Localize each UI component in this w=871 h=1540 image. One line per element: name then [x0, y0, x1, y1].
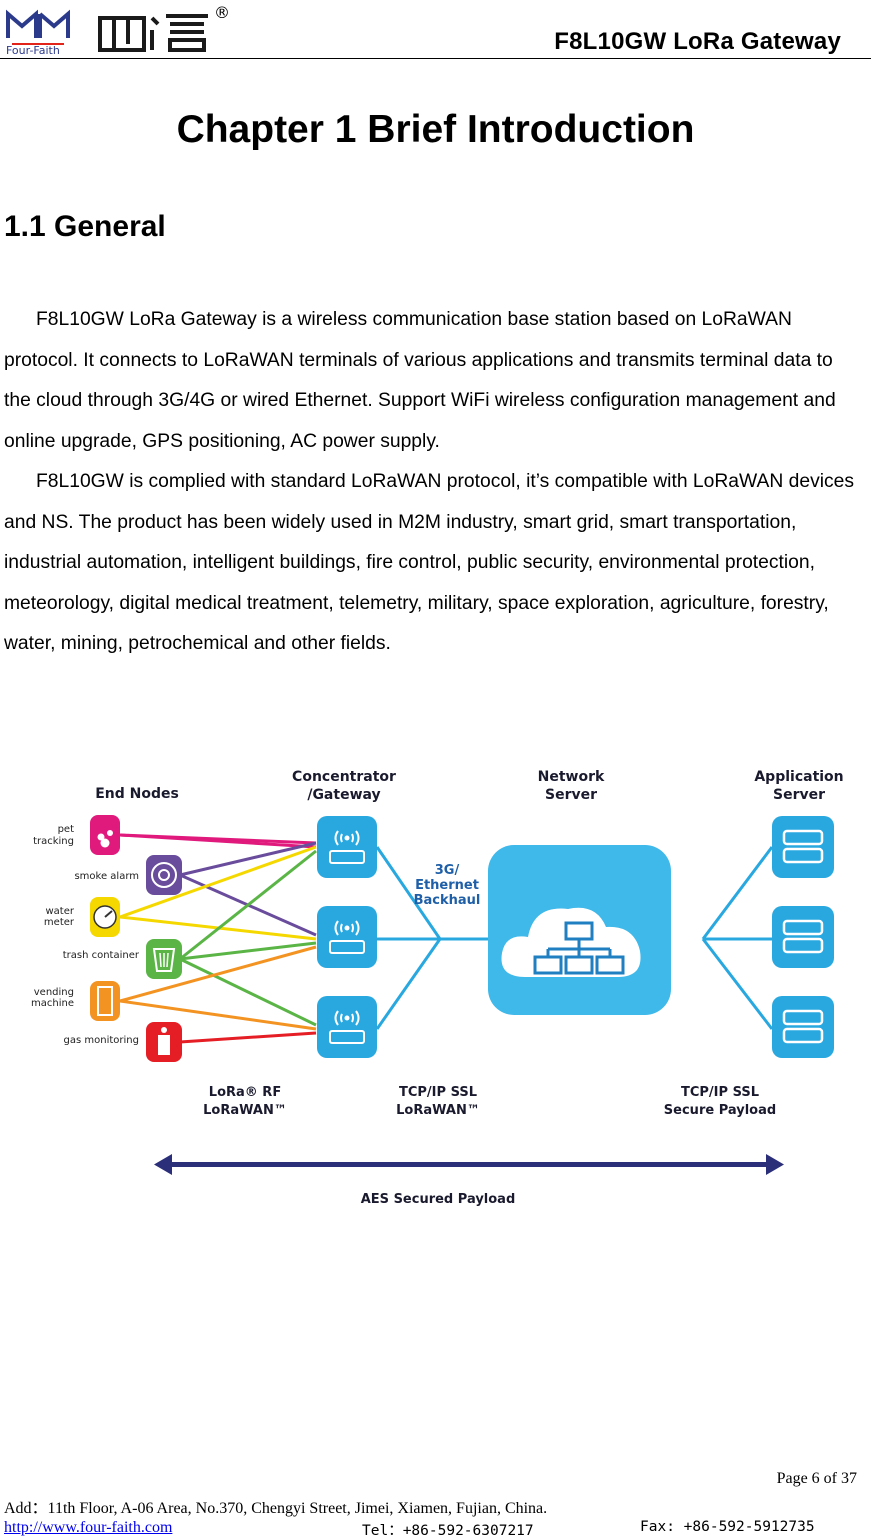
fax-number: Fax: +86-592-5912735 [640, 1519, 815, 1535]
col-gateway: /Gateway [307, 787, 380, 803]
chapter-title: Chapter 1 Brief Introduction [176, 108, 695, 151]
aes-label: AES Secured Payload [361, 1192, 516, 1207]
gateway-icon [317, 816, 377, 1058]
cloud-network-icon [501, 907, 641, 977]
node-label: meter [44, 917, 75, 928]
col-app-server: Application [754, 769, 843, 785]
website-link[interactable]: http://www.four-faith.com [4, 1519, 173, 1536]
header-divider [0, 58, 871, 59]
page-footer: Page 6 of 37 Add：11th Floor, A-06 Area, … [0, 1466, 871, 1539]
col-gateway: Concentrator [292, 769, 396, 785]
svg-text:Four-Faith: Four-Faith [6, 44, 60, 56]
protocol-label: LoRaWAN™ [203, 1103, 287, 1118]
paragraph: F8L10GW LoRa Gateway is a wireless commu… [4, 309, 836, 452]
app-server-icon [772, 816, 834, 1058]
svg-text:®: ® [214, 4, 230, 22]
node-label: water [46, 906, 75, 917]
node-label: smoke alarm [74, 871, 139, 882]
pet-tracking-icon [90, 815, 120, 855]
company-address: Add：11th Floor, A-06 Area, No.370, Cheng… [4, 1500, 548, 1517]
document-title: F8L10GW LoRa Gateway [554, 28, 841, 55]
col-network-server: Server [545, 787, 597, 803]
node-label: trash container [63, 950, 140, 961]
section-title: 1.1 General [4, 210, 166, 243]
col-app-server: Server [773, 787, 825, 803]
backhaul-label: Backhaul [414, 893, 481, 908]
col-end-nodes: End Nodes [95, 786, 179, 802]
node-label: tracking [33, 836, 74, 847]
page-number: Page 6 of 37 [776, 1470, 857, 1487]
body-text: F8L10GW LoRa Gateway is a wireless commu… [4, 300, 864, 665]
paragraph: F8L10GW is complied with standard LoRaWA… [4, 471, 855, 654]
phone-number: Tel：+86-592-6307217 [362, 1523, 534, 1539]
protocol-label: LoRa® RF [209, 1085, 281, 1100]
protocol-label: TCP/IP SSL [681, 1085, 759, 1100]
double-arrow-icon [154, 1154, 784, 1175]
node-label: machine [31, 998, 74, 1009]
protocol-label: LoRaWAN™ [396, 1103, 480, 1118]
node-label: gas monitoring [64, 1035, 139, 1046]
protocol-label: TCP/IP SSL [399, 1085, 477, 1100]
node-label: vending [34, 987, 74, 998]
lorawan-architecture-diagram: End Nodes Concentrator /Gateway Network … [31, 769, 844, 1207]
smoke-alarm-icon [146, 855, 182, 895]
four-faith-logo: Four-Faith ® [6, 4, 230, 56]
protocol-label: Secure Payload [664, 1103, 776, 1118]
col-network-server: Network [538, 769, 605, 785]
backhaul-label: 3G/ [435, 863, 460, 878]
node-label: pet [58, 824, 75, 835]
page-header: Four-Faith ® F8L10GW LoRa Gateway [0, 0, 871, 60]
backhaul-label: Ethernet [415, 878, 479, 893]
